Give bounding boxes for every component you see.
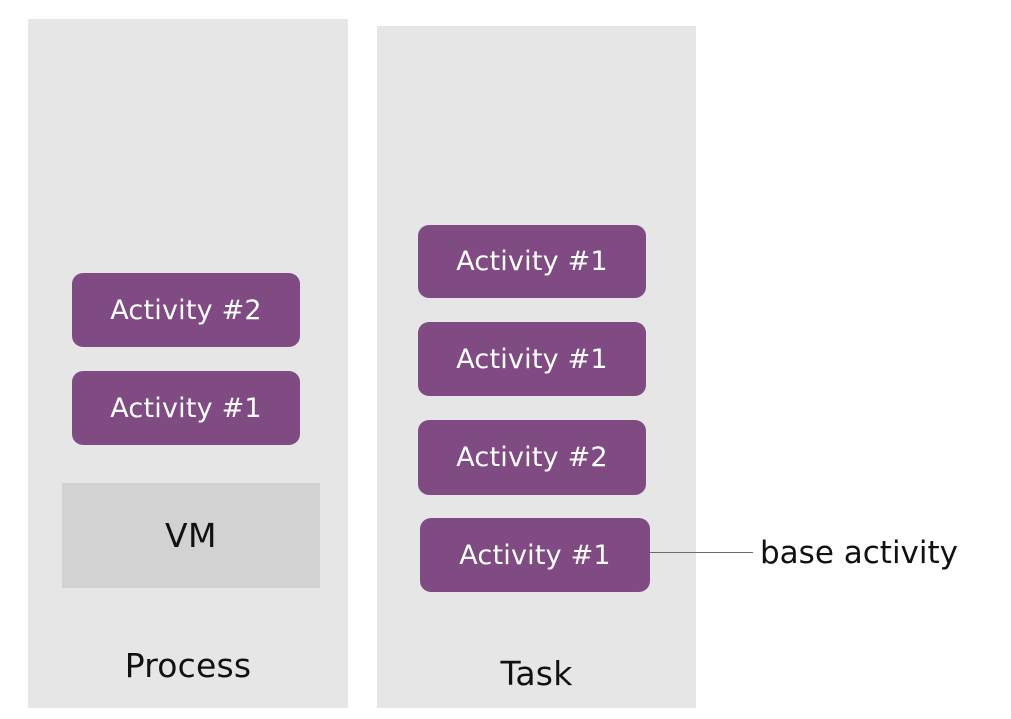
task-panel-label: Task [500,654,573,693]
vm-box: VM [62,483,320,588]
callout-leader-line [650,552,753,553]
task-activity-chip-3-base[interactable]: Activity #1 [420,518,650,592]
task-activity-chip-1[interactable]: Activity #1 [418,322,646,396]
base-activity-callout-label: base activity [760,535,959,571]
process-panel: Activity #2 Activity #1 VM Process [28,19,348,708]
process-panel-label: Process [124,646,252,685]
process-activity-chip-1[interactable]: Activity #1 [72,371,300,445]
task-panel: Activity #1 Activity #1 Activity #2 Acti… [377,26,696,708]
process-activity-chip-0[interactable]: Activity #2 [72,273,300,347]
task-activity-chip-0[interactable]: Activity #1 [418,225,646,298]
task-activity-chip-2[interactable]: Activity #2 [418,420,646,495]
